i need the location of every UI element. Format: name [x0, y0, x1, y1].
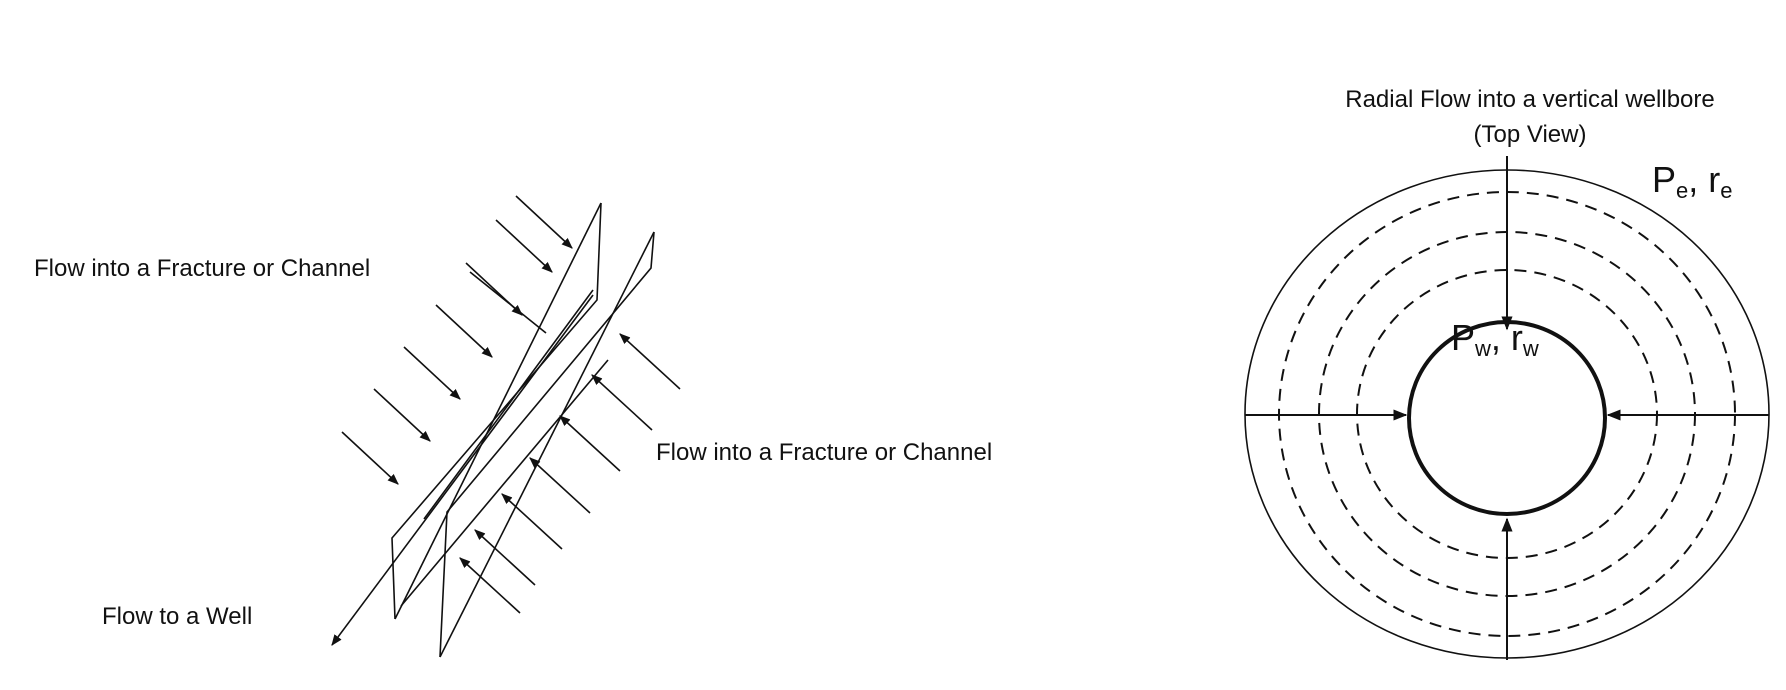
- lower-flow-arrow: [529, 457, 591, 514]
- radial-flow-diagram: Radial Flow into a vertical wellbore (To…: [1244, 86, 1770, 660]
- upper-flow-arrow: [495, 219, 553, 273]
- lower-fracture-plane: [439, 231, 655, 658]
- well-label: Flow to a Well: [102, 603, 252, 630]
- upper-flow-arrow: [341, 431, 399, 485]
- wellbore-radius-symbol: r: [1511, 317, 1523, 358]
- lower-fracture-label: Flow into a Fracture or Channel: [656, 439, 992, 466]
- upper-flow-arrow: [515, 195, 573, 249]
- lower-flow-arrow: [459, 557, 521, 614]
- upper-label-leader: [469, 271, 547, 334]
- fracture-flow-diagram: Flow into a Fracture or Channel Flow int…: [34, 195, 992, 658]
- upper-flow-arrows: [341, 195, 573, 485]
- upper-fracture-label: Flow into a Fracture or Channel: [34, 255, 370, 282]
- lower-flow-arrow: [501, 493, 563, 550]
- lower-flow-arrows: [459, 333, 681, 614]
- channel-walls: [394, 202, 602, 620]
- upper-flow-arrow: [373, 388, 431, 442]
- upper-fracture-plane: [391, 202, 609, 620]
- lower-flow-arrow: [559, 415, 621, 472]
- wellbore-label: Pw, rw: [1451, 317, 1539, 361]
- outer-radius-symbol: r: [1708, 159, 1720, 200]
- outer-label-separator: ,: [1688, 159, 1708, 200]
- outer-pressure-symbol: P: [1652, 159, 1676, 200]
- wellbore-radius-subscript: w: [1522, 336, 1539, 361]
- outer-pressure-subscript: e: [1676, 178, 1688, 203]
- upper-flow-arrow: [403, 346, 461, 400]
- outer-radius-subscript: e: [1720, 178, 1732, 203]
- flow-to-well-arrow: [331, 294, 594, 646]
- radial-subtitle: (Top View): [1474, 121, 1587, 148]
- lower-flow-arrow: [474, 529, 536, 586]
- wellbore-pressure-symbol: P: [1451, 317, 1475, 358]
- wellbore-label-separator: ,: [1491, 317, 1511, 358]
- wellbore-pressure-subscript: w: [1474, 336, 1491, 361]
- lower-flow-arrow: [591, 374, 653, 431]
- outer-boundary-label: Pe, re: [1652, 159, 1733, 203]
- upper-flow-arrow: [435, 304, 493, 358]
- lower-flow-arrow: [619, 333, 681, 390]
- radial-title: Radial Flow into a vertical wellbore: [1345, 86, 1715, 113]
